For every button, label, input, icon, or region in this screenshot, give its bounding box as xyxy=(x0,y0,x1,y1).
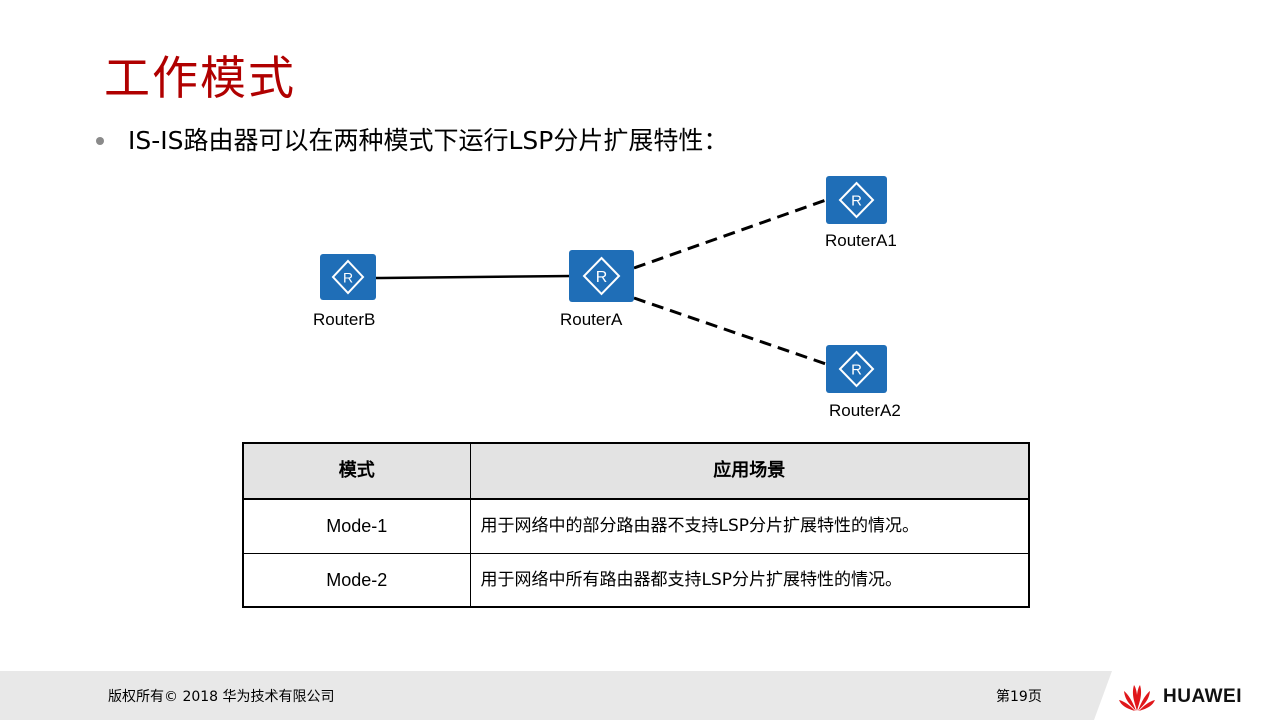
link-routera-routera1 xyxy=(633,198,827,270)
table-row: Mode-2 用于网络中所有路由器都支持LSP分片扩展特性的情况。 xyxy=(242,552,1030,608)
router-letter: R xyxy=(596,269,608,286)
link-routerb-routera xyxy=(375,274,573,280)
brand-name: HUAWEI xyxy=(1163,686,1242,707)
router-icon: R xyxy=(569,250,634,302)
bullet-item: IS-IS路由器可以在两种模式下运行LSP分片扩展特性： xyxy=(96,124,728,158)
router-label-routerb: RouterB xyxy=(313,310,376,329)
huawei-logo: HUAWEI xyxy=(1118,681,1242,713)
column-header-mode: 模式 xyxy=(242,442,471,500)
router-icon: R xyxy=(320,254,376,300)
router-label-routera1: RouterA1 xyxy=(825,231,897,250)
page-number: 第19页 xyxy=(996,689,1042,705)
mode-table: 模式 应用场景 Mode-1 用于网络中的部分路由器不支持LSP分片扩展特性的情… xyxy=(242,442,1030,608)
bullet-dot-icon xyxy=(96,137,104,145)
scene-cell: 用于网络中所有路由器都支持LSP分片扩展特性的情况。 xyxy=(469,552,1030,608)
router-letter: R xyxy=(851,193,862,210)
table-row: Mode-1 用于网络中的部分路由器不支持LSP分片扩展特性的情况。 xyxy=(242,498,1030,554)
router-letter: R xyxy=(851,362,862,379)
column-header-scene: 应用场景 xyxy=(469,442,1030,500)
footer-bar xyxy=(0,671,1280,720)
table-header-row: 模式 应用场景 xyxy=(242,442,1030,500)
link-routera-routera2 xyxy=(633,296,827,366)
network-topology-diagram: R R R R xyxy=(320,176,887,393)
mode-cell: Mode-2 xyxy=(242,552,471,608)
slide-title: 工作模式 xyxy=(104,51,296,105)
router-label-routera2: RouterA2 xyxy=(829,401,901,420)
router-icon: R xyxy=(826,176,887,224)
copyright-text: 版权所有© 2018 华为技术有限公司 xyxy=(108,689,335,705)
huawei-flower-icon xyxy=(1119,685,1155,711)
bullet-text: IS-IS路由器可以在两种模式下运行LSP分片扩展特性： xyxy=(128,126,729,155)
router-icon: R xyxy=(826,345,887,393)
router-label-routera: RouterA xyxy=(560,310,623,329)
mode-cell: Mode-1 xyxy=(242,498,471,554)
router-letter: R xyxy=(343,270,353,286)
scene-cell: 用于网络中的部分路由器不支持LSP分片扩展特性的情况。 xyxy=(469,498,1030,554)
